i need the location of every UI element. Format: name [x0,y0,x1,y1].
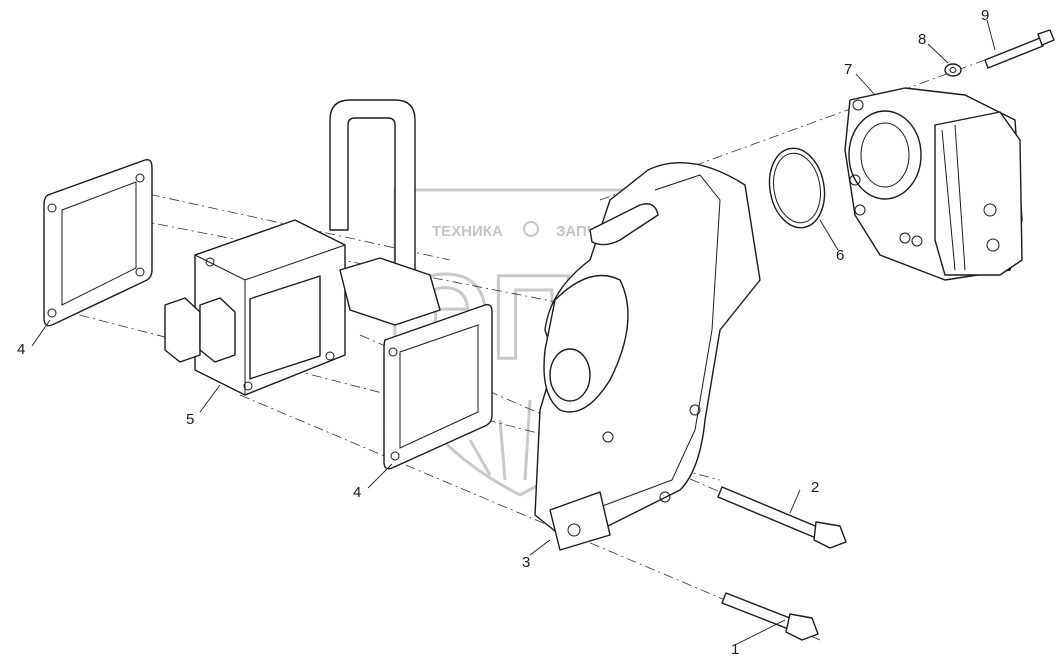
callout-7: 7 [844,61,852,78]
bolt-2 [717,486,847,549]
callout-1: 1 [731,641,739,658]
o-ring [768,147,826,229]
bolt-1 [721,592,819,641]
watermark-text-left: ТЕХНИКА [432,223,503,240]
callout-8: 8 [918,31,926,48]
callout-9: 9 [981,7,989,24]
heater-flange [164,99,441,396]
callout-4-middle: 4 [353,484,361,501]
bolt-9 [984,29,1055,69]
leader-lines [31,19,996,646]
callout-5: 5 [186,411,194,428]
callout-3: 3 [522,554,530,571]
callout-2: 2 [811,479,819,496]
intake-housing [534,162,761,551]
gasket-middle [383,303,493,470]
callout-4-left: 4 [17,341,25,358]
gasket-left [43,158,153,327]
callout-6: 6 [836,247,844,264]
callout-labels: 1 2 3 4 4 5 6 7 8 9 [17,7,989,658]
washer [944,63,962,77]
gear-icon [523,221,539,237]
throttle-body [844,87,1023,281]
